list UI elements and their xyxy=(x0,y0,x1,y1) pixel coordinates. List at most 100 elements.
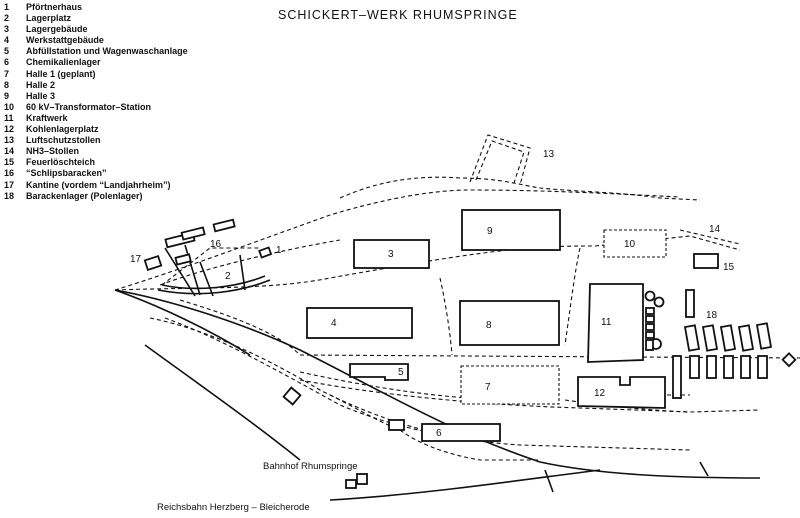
schlipsbaracken-16 xyxy=(164,218,273,266)
legend-number: 6 xyxy=(4,57,10,68)
legend-number: 8 xyxy=(4,79,10,90)
legend-item: 16 “Schlipsbaracken” xyxy=(4,168,188,179)
legend-text: Feuerlöschteich xyxy=(26,157,96,168)
legend-item: 10 60 kV–Transformator–Station xyxy=(4,102,188,113)
label-reichsbahn: Reichsbahn Herzberg – Bleicherode xyxy=(157,502,310,513)
legend-number: 3 xyxy=(4,24,10,35)
building-6-chemikalienlager xyxy=(421,423,501,442)
rail-station-track xyxy=(329,469,601,501)
label-3: 3 xyxy=(388,249,394,260)
barackenlager-18 xyxy=(672,289,797,399)
legend-number: 5 xyxy=(4,46,10,57)
legend-text: Lagerplatz xyxy=(26,13,72,24)
building-15-feuerloeschteich xyxy=(693,253,719,269)
legend-number: 10 xyxy=(4,101,15,112)
legend-item: 1 Pförtnerhaus xyxy=(4,2,188,13)
label-14: 14 xyxy=(709,224,721,235)
legend-text: NH3–Stollen xyxy=(26,146,80,157)
legend-item: 8 Halle 2 xyxy=(4,80,188,91)
label-11: 11 xyxy=(601,317,612,328)
rail-main xyxy=(114,289,761,479)
map-title: SCHICKERT–WERK RHUMSPRINGE xyxy=(278,8,518,22)
building-9-halle-3 xyxy=(461,209,561,251)
hill-ridge xyxy=(339,176,701,201)
label-6: 6 xyxy=(436,428,442,439)
legend-number: 4 xyxy=(4,35,10,46)
label-1: 1 xyxy=(276,245,282,256)
legend-item: 6 Chemikalienlager xyxy=(4,57,188,68)
road-lower xyxy=(299,379,691,413)
road-center-south xyxy=(439,277,453,356)
legend-number: 18 xyxy=(4,190,15,201)
label-13: 13 xyxy=(543,149,555,160)
legend-item: 14 NH3–Stollen xyxy=(4,146,188,157)
building-station-a xyxy=(345,479,357,489)
legend-number: 12 xyxy=(4,124,15,135)
label-9: 9 xyxy=(487,226,493,237)
building-10-transformator xyxy=(603,229,667,258)
railway xyxy=(114,289,761,501)
legend-item: 13 Luftschutzstollen xyxy=(4,135,188,146)
legend-item: 15 Feuerlöschteich xyxy=(4,157,188,168)
legend-text: Barackenlager (Polenlager) xyxy=(26,190,143,201)
label-2: 2 xyxy=(225,271,231,282)
legend-text: Kohlenlagerplatz xyxy=(26,124,99,135)
label-15: 15 xyxy=(723,262,735,273)
building-4-werkstatt xyxy=(306,307,413,339)
road-main-straight xyxy=(179,299,800,359)
building-small-west xyxy=(282,386,302,406)
legend-text: Halle 3 xyxy=(26,90,56,101)
legend-text: Chemikalienlager xyxy=(26,57,101,68)
label-18: 18 xyxy=(706,310,718,321)
legend-text: Kraftwerk xyxy=(26,112,68,123)
building-small-near-6 xyxy=(388,419,405,431)
legend-number: 15 xyxy=(4,157,15,168)
legend-text: Halle 2 xyxy=(26,79,56,90)
legend-item: 18 Barackenlager (Polenlager) xyxy=(4,191,188,202)
rail-stub xyxy=(544,469,554,493)
road-kraftwerk-west xyxy=(564,247,581,346)
road-east-2 xyxy=(679,229,741,245)
building-5-abfuellstation xyxy=(349,363,409,381)
label-12: 12 xyxy=(594,388,606,399)
legend-text: Luftschutzstollen xyxy=(26,135,101,146)
rail-reichsbahn xyxy=(144,344,301,461)
lagerplatz-area xyxy=(157,244,271,297)
building-7-halle-1-geplant xyxy=(460,365,560,405)
legend-number: 16 xyxy=(4,168,15,179)
legend-text: Pförtnerhaus xyxy=(26,2,83,12)
label-bahnhof: Bahnhof Rhumspringe xyxy=(263,461,358,472)
road-north xyxy=(114,189,681,291)
road-station-spur xyxy=(399,429,540,461)
building-11-kraftwerk xyxy=(587,283,644,363)
legend-number: 1 xyxy=(4,2,10,12)
map-labels: 1 2 3 4 5 6 7 8 9 10 11 12 13 14 15 16 1… xyxy=(130,149,735,513)
road-east-lower xyxy=(564,399,761,413)
label-10: 10 xyxy=(624,239,636,250)
legend-text: Kantine (vordem “Landjahrheim”) xyxy=(26,179,171,190)
legend-number: 7 xyxy=(4,68,10,79)
road-lower-inner xyxy=(299,371,471,399)
building-17-kantine xyxy=(143,254,163,272)
label-17: 17 xyxy=(130,254,142,265)
legend-text: Abfüllstation und Wagenwaschanlage xyxy=(26,46,188,57)
legend-text: Lagergebäude xyxy=(26,24,88,35)
label-16: 16 xyxy=(210,239,222,250)
legend-text: “Schlipsbaracken” xyxy=(26,168,107,179)
kraftwerk-tanks xyxy=(644,290,665,351)
legend-text: 60 kV–Transformator–Station xyxy=(26,101,152,112)
rail-marker xyxy=(699,461,709,477)
legend-number: 13 xyxy=(4,135,15,146)
luftschutzstollen-tunnel xyxy=(469,134,531,186)
road-north-inner xyxy=(159,239,341,286)
building-8-halle-2 xyxy=(459,300,560,346)
legend-item: 3 Lagergebäude xyxy=(4,24,188,35)
label-5: 5 xyxy=(398,367,404,378)
legend-number: 14 xyxy=(4,146,15,157)
